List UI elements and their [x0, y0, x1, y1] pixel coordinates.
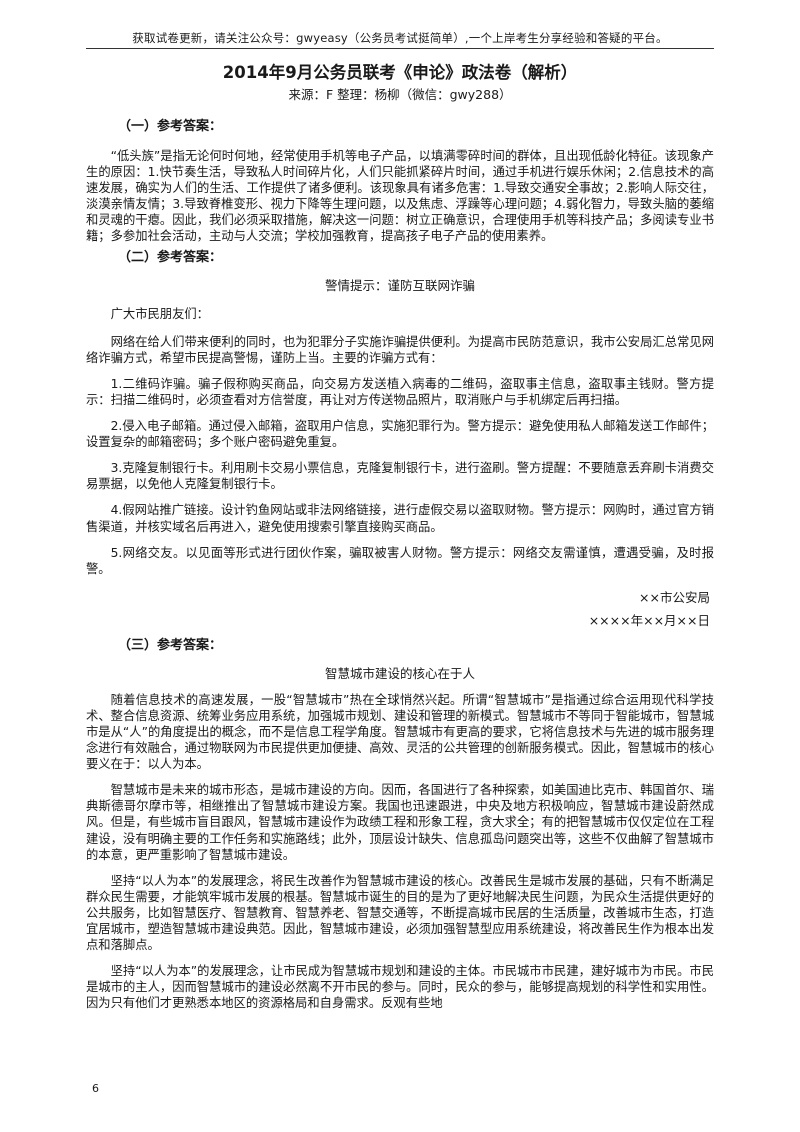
document-source: 来源：F 整理：杨柳（微信：gwy288） [288, 87, 512, 102]
section-2-item: 1.二维码诈骗。骗子假称购买商品，向交易方发送植入病毒的二维码，盗取事主信息，盗… [86, 376, 714, 407]
section-2-paragraph: 网络在给人们带来便利的同时，也为犯罪分子实施诈骗提供便利。为提高市民防范意识，我… [86, 334, 714, 365]
section-2-item: 2.侵入电子邮箱。通过侵入邮箱，盗取用户信息，实施犯罪行为。警方提示：避免使用私… [86, 419, 714, 450]
page-number: 6 [92, 1082, 99, 1095]
section-2-date: ××××年××月××日 [588, 612, 710, 628]
section-2-title: 警情提示：谨防互联网诈骗 [324, 277, 475, 293]
section-3-paragraph: 随着信息技术的高速发展，一股“智慧城市”热在全球悄然兴起。所谓“智慧城市”是指通… [86, 692, 714, 772]
section-1-paragraph: “低头族”是指无论何时何地，经常使用手机等电子产品，以填满零碎时间的群体，且出现… [86, 149, 714, 244]
section-2-greeting: 广大市民朋友们： [110, 306, 209, 321]
section-1-heading: （一）参考答案： [118, 119, 223, 134]
section-2-heading: （二）参考答案： [118, 249, 223, 265]
section-3-title: 智慧城市建设的核心在于人 [324, 665, 475, 681]
document-title: 2014年9月公务员联考《申论》政法卷（解析） [222, 63, 578, 82]
section-2: （二）参考答案： 警情提示：谨防互联网诈骗 广大市民朋友们： 网络在给人们带来便… [86, 249, 714, 629]
section-3-paragraph: 智慧城市是未来的城市形态，是城市建设的方向。因而，各国进行了各种探索，如美国迪比… [86, 783, 714, 862]
section-2-item: 4.假网站推广链接。设计钓鱼网站或非法网络链接，进行虚假交易以盗取财物。警方提示… [86, 503, 714, 534]
section-3-paragraph: 坚持“以人为本”的发展理念，让市民成为智慧城市规划和建设的主体。市民城市市民建，… [86, 964, 714, 1011]
document-body: 2014年9月公务员联考《申论》政法卷（解析） 来源：F 整理：杨柳（微信：gw… [86, 62, 714, 1011]
section-3-paragraph: 坚持“以人为本”的发展理念，将民生改善作为智慧城市建设的核心。改善民生是城市发展… [86, 873, 714, 953]
section-3: （三）参考答案： 智慧城市建设的核心在于人 随着信息技术的高速发展，一股“智慧城… [86, 637, 714, 1012]
header-divider [86, 48, 714, 49]
section-2-item: 5.网络交友。以见面等形式进行团伙作案，骗取被害人财物。警方提示：网络交友需谨慎… [86, 545, 714, 576]
header-note: 获取试卷更新，请关注公众号：gwyeasy（公务员考试挺简单）,一个上岸考生分享… [132, 31, 668, 45]
section-2-item: 3.克隆复制银行卡。利用刷卡交易小票信息，克隆复制银行卡，进行盗刷。警方提醒：不… [86, 461, 714, 492]
section-2-signature: ××市公安局 [639, 589, 710, 605]
section-1: （一）参考答案： “低头族”是指无论何时何地，经常使用手机等电子产品，以填满零碎… [86, 118, 714, 245]
section-3-heading: （三）参考答案： [118, 637, 223, 653]
